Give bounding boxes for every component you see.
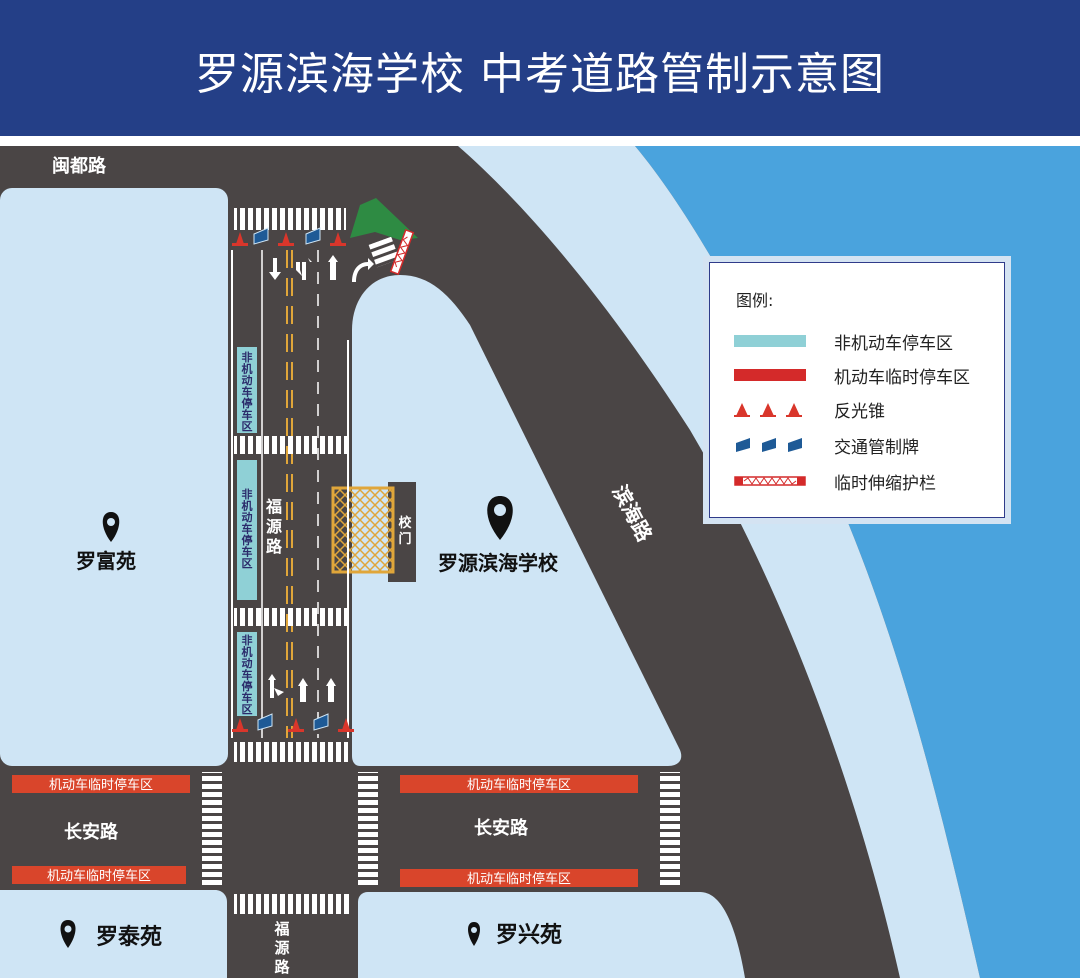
legend-title: 图例: bbox=[736, 291, 774, 310]
place-school: 罗源滨海学校 bbox=[438, 551, 559, 575]
legend-row-bike: 非机动车停车区 bbox=[710, 325, 1004, 355]
car-zone-label-4: 机动车临时停车区 bbox=[467, 871, 571, 887]
road-label-changan-left: 长安路 bbox=[64, 821, 119, 843]
place-luotai: 罗泰苑 bbox=[96, 925, 162, 950]
legend: 图例: 非机动车停车区 机动车临时停车区 反光锥 交通管制牌 临时伸缩护栏 bbox=[709, 262, 1005, 518]
legend-row-cone: 反光锥 bbox=[710, 393, 1004, 423]
block-luotai bbox=[0, 890, 227, 978]
road-label-mindu: 闽都路 bbox=[52, 155, 107, 177]
block-luoxing bbox=[358, 892, 745, 978]
cones-signs-bottom bbox=[232, 713, 354, 732]
legend-row-sign: 交通管制牌 bbox=[710, 429, 1004, 459]
legend-label: 反光锥 bbox=[834, 402, 885, 422]
gate-label: 校门 bbox=[398, 515, 412, 547]
lane-arrows-bottom bbox=[268, 674, 336, 702]
bike-zone-1 bbox=[237, 347, 257, 433]
bike-zone-2 bbox=[237, 460, 257, 600]
pin-school bbox=[487, 496, 513, 540]
header-banner: 罗源滨海学校 中考道路管制示意图 bbox=[0, 0, 1080, 136]
map-area: 闽都路 滨海路 长安路 长安路 罗富苑 罗源滨海学校 罗泰苑 罗兴苑 机动车临时… bbox=[0, 146, 1080, 978]
cones-signs-top bbox=[232, 227, 346, 246]
car-zone-label-2: 机动车临时停车区 bbox=[47, 868, 151, 884]
legend-row-car: 机动车临时停车区 bbox=[710, 359, 1004, 389]
lane-arrows-top bbox=[269, 255, 374, 282]
road-label-fuyuan-mid: 福源路 bbox=[265, 497, 283, 556]
place-luofu: 罗富苑 bbox=[76, 549, 136, 573]
guard-rail-icon bbox=[734, 476, 806, 486]
road-map: 闽都路 滨海路 长安路 长安路 罗富苑 罗源滨海学校 罗泰苑 罗兴苑 机动车临时… bbox=[0, 146, 1080, 978]
car-zone-2 bbox=[12, 866, 186, 884]
bike-zone-label-2: 非机动车停车区 bbox=[242, 487, 253, 570]
road-label-fuyuan-bottom: 福源路 bbox=[273, 920, 290, 976]
car-zone-label-3: 机动车临时停车区 bbox=[467, 777, 571, 793]
bike-zone-3 bbox=[237, 632, 257, 716]
traffic-cone-icon bbox=[734, 403, 802, 417]
legend-label: 临时伸缩护栏 bbox=[834, 474, 936, 494]
car-zone-4 bbox=[400, 869, 638, 887]
legend-label: 交通管制牌 bbox=[834, 438, 919, 458]
map-title: 罗源滨海学校 中考道路管制示意图 bbox=[195, 49, 885, 100]
car-zone-1 bbox=[12, 775, 190, 793]
bike-zone-swatch bbox=[734, 335, 806, 347]
gate-zone bbox=[331, 486, 395, 574]
pin-luotai bbox=[60, 920, 76, 948]
legend-label: 机动车临时停车区 bbox=[834, 368, 970, 388]
pin-luofu bbox=[102, 512, 120, 542]
legend-label: 非机动车停车区 bbox=[834, 334, 953, 354]
shore-block bbox=[458, 146, 980, 978]
road-label-binhai: 滨海路 bbox=[608, 481, 658, 546]
turn-arrow bbox=[350, 198, 418, 240]
traffic-sign-icon bbox=[736, 438, 802, 452]
road-label-changan-right: 长安路 bbox=[474, 817, 529, 839]
car-zone-label-1: 机动车临时停车区 bbox=[49, 777, 153, 793]
bike-zone-label-3: 非机动车停车区 bbox=[242, 633, 253, 716]
pin-luoxing bbox=[468, 922, 480, 946]
place-luoxing: 罗兴苑 bbox=[496, 923, 562, 948]
car-zone-3 bbox=[400, 775, 638, 793]
bike-zone-label-1: 非机动车停车区 bbox=[242, 350, 253, 433]
block-luofu bbox=[0, 188, 228, 766]
guard-rail-top bbox=[389, 228, 415, 276]
legend-row-rail: 临时伸缩护栏 bbox=[710, 465, 1004, 495]
block-school bbox=[352, 275, 682, 766]
car-zone-swatch bbox=[734, 369, 806, 381]
